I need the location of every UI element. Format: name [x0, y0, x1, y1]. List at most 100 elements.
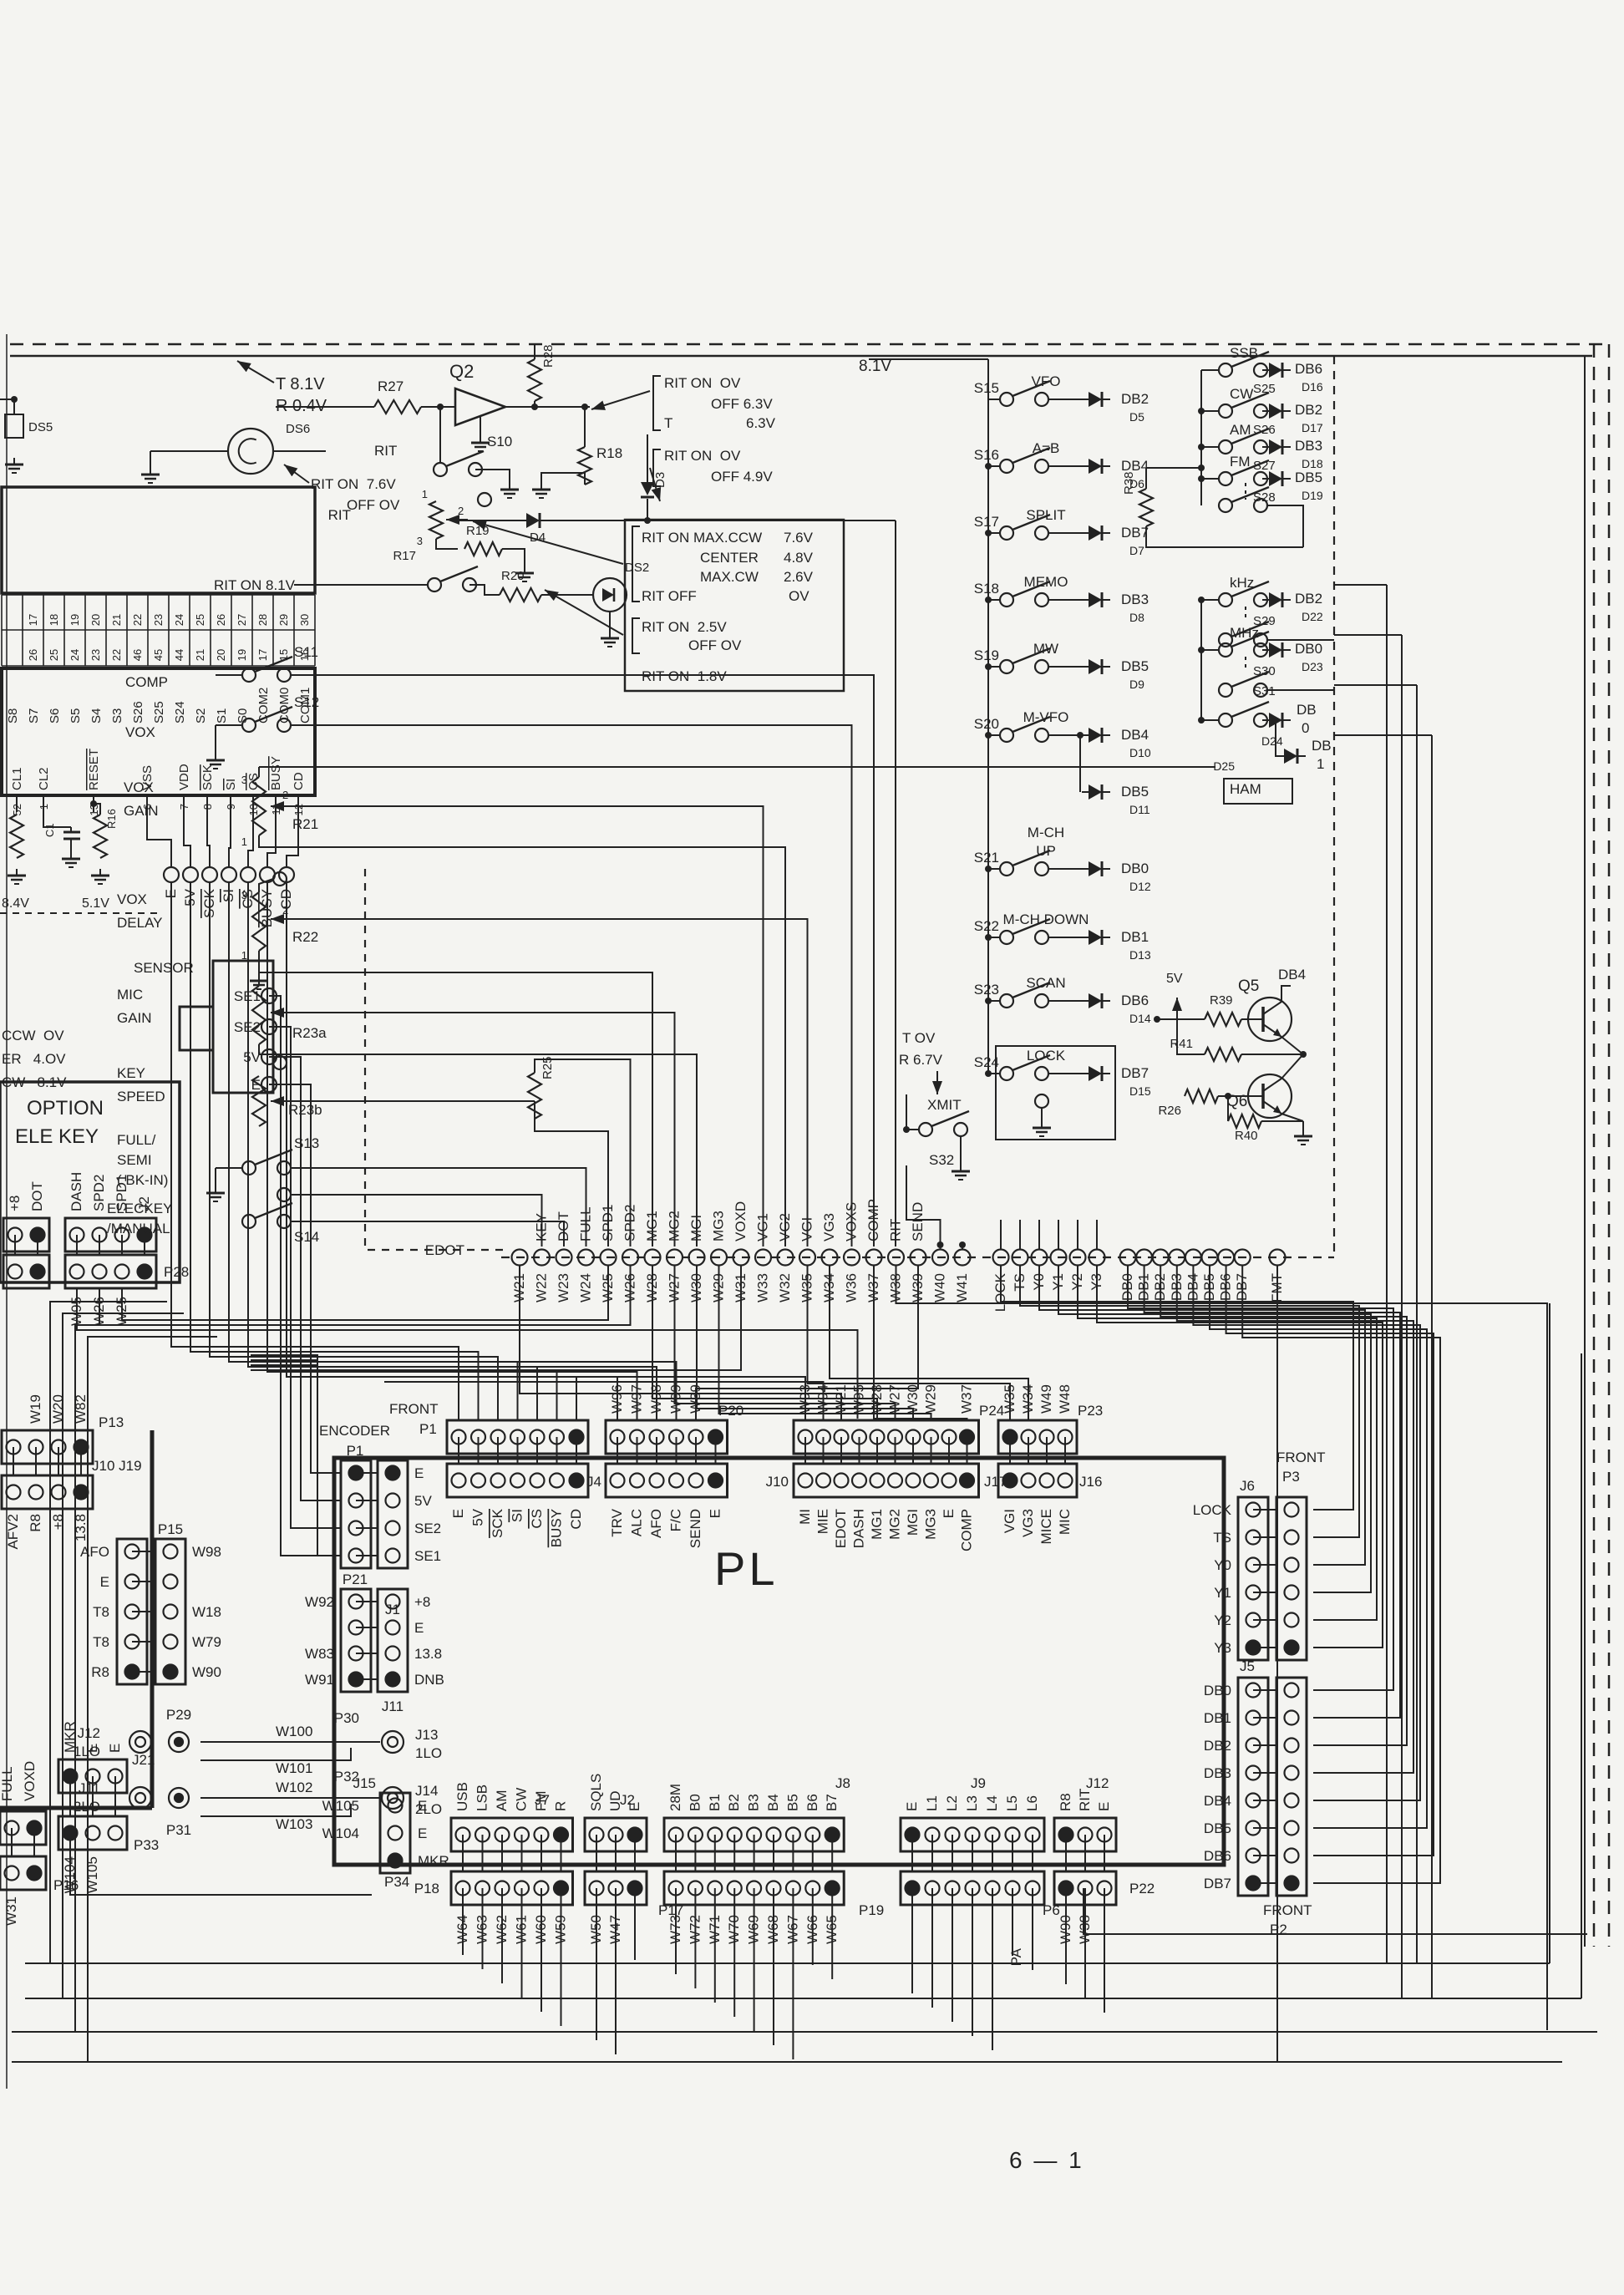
wire [1241, 1266, 1441, 1884]
diode-icon [1089, 459, 1102, 474]
switch-lever [1231, 350, 1270, 368]
resistor [8, 814, 26, 859]
ic-signal: CL2 [37, 767, 51, 790]
pointer-arrow [591, 390, 651, 410]
conn-signal: MGI [905, 1509, 921, 1536]
switch-label: SSB [1230, 345, 1258, 361]
connector-name: J5 [1240, 1658, 1255, 1674]
diode-ref: D18 [1302, 457, 1323, 470]
pin [1283, 1820, 1300, 1836]
text-label: XMIT [927, 1097, 962, 1113]
bus-pin [754, 1248, 773, 1267]
connector-P15 [154, 1537, 187, 1686]
connector-name: P24 [979, 1403, 1004, 1419]
pin [384, 1465, 401, 1481]
text-label: 6.3V [746, 415, 776, 431]
ic-signal: S7 [27, 708, 41, 724]
bus-signal: MG1 [644, 1211, 660, 1241]
switch-label: M-CH DOWN [1003, 911, 1089, 927]
conn-signal: B4 [765, 1794, 781, 1811]
resistor [250, 1075, 268, 1127]
switch-lever [1231, 670, 1270, 688]
connector-name: J7 [535, 1792, 550, 1808]
ic-signal: VDD [177, 764, 191, 790]
conn-signal: SCK [490, 1508, 505, 1538]
ic-signal: S1 [215, 708, 229, 724]
coax-jack [386, 1735, 399, 1749]
conn-signal: +8 [50, 1514, 66, 1530]
junction-dot [1154, 1016, 1160, 1023]
conn-signal: FULL [0, 1766, 15, 1801]
bus-signal: VG1 [755, 1213, 771, 1241]
text-label: CENTER [700, 550, 759, 566]
switch-ref: S24 [974, 1054, 999, 1070]
coax-jack [380, 1785, 405, 1810]
switch-ref: S18 [974, 581, 999, 597]
wire-label: W83 [305, 1646, 334, 1662]
conn-signal: DB5 [1204, 1820, 1231, 1836]
connector-name: P20 [718, 1403, 743, 1419]
diode-icon [1284, 749, 1297, 764]
pin [548, 1472, 566, 1489]
conn-signal: 13.8 [73, 1514, 89, 1541]
wire-label: W102 [276, 1780, 312, 1795]
text-label: R20 [501, 569, 525, 583]
switch-throw [1033, 391, 1050, 408]
pin [384, 1671, 401, 1688]
wire [806, 1266, 1011, 1420]
pointer-arrow [283, 464, 310, 484]
switch-pole [998, 458, 1015, 475]
text-label: 1 [241, 835, 247, 848]
pin [1002, 1472, 1018, 1489]
text-label: RIT [374, 443, 397, 459]
wire [1192, 1266, 1421, 1801]
conn-signal: B2 [726, 1794, 742, 1811]
pin [648, 1472, 665, 1489]
connector-J4b [604, 1462, 728, 1499]
wire-label: W103 [276, 1816, 312, 1832]
text-label: FRONT [1276, 1450, 1326, 1465]
ic-signal: COM2 [256, 688, 271, 724]
connector-name: P31 [166, 1822, 191, 1838]
wire [258, 1044, 698, 1247]
conn-signal: L2 [944, 1795, 960, 1811]
connector-name: 1LO [74, 1744, 100, 1759]
switch-pole [998, 861, 1015, 877]
conn-signal: VOXD [22, 1761, 38, 1801]
ic-pin-number: 20 [89, 614, 102, 626]
connector-P13 [0, 1429, 94, 1465]
wire [87, 1336, 217, 2062]
pin [815, 1472, 832, 1489]
switch-pole [1217, 642, 1234, 658]
conn-signal: Y3 [1214, 1640, 1231, 1656]
db-label: DB3 [1295, 438, 1322, 454]
text-label: R17 [393, 549, 416, 563]
pin [958, 1472, 976, 1489]
conn-signal: L1 [924, 1795, 940, 1811]
conn-signal: 5V [414, 1493, 432, 1509]
pin [1283, 1875, 1300, 1891]
wire-label: W82 [73, 1394, 89, 1424]
connector-name: P16 [53, 1877, 79, 1893]
wire [695, 1266, 919, 1420]
wire [49, 1301, 167, 1963]
bus-signal: KEY [534, 1213, 550, 1241]
text-label: RIT ON 8.1V [214, 577, 296, 593]
conn-signal: COMP [959, 1509, 975, 1551]
text-label: COMP [125, 674, 168, 690]
text-label: OFF 4.9V [711, 469, 773, 485]
wire [62, 1313, 184, 1998]
text-label: OFF OV [688, 637, 742, 653]
switch-lever [1231, 620, 1270, 638]
board-name: PL [714, 1542, 779, 1595]
connector-J11 [376, 1587, 409, 1693]
diode-icon [1269, 363, 1282, 378]
pin [384, 1593, 401, 1610]
conn-signal: B3 [746, 1794, 762, 1811]
bus-signal: MGI [688, 1215, 704, 1241]
switch-throw [1033, 658, 1050, 675]
connector-name: P32 [334, 1769, 359, 1785]
switch-throw [1033, 525, 1050, 541]
bus-signal: MG2 [667, 1211, 683, 1241]
wire [76, 1288, 859, 1419]
